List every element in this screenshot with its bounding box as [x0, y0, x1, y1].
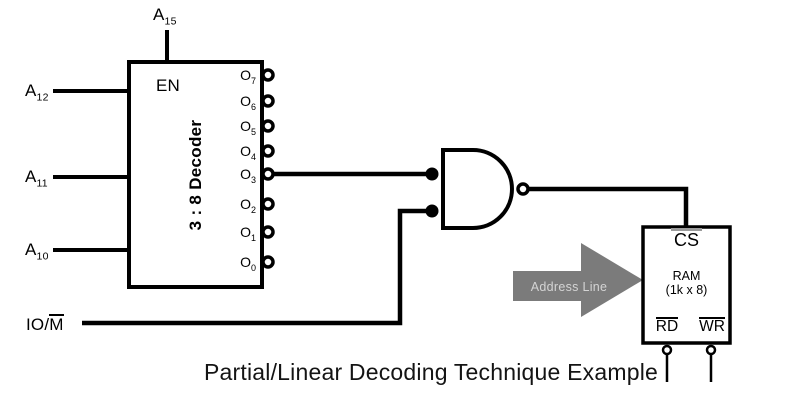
nand-gate-body	[441, 148, 514, 230]
a15-sub: 15	[164, 15, 177, 28]
io-prefix: IO/	[26, 315, 50, 334]
wire-iom-to-nand	[82, 208, 430, 326]
label-o0: O0	[230, 253, 256, 277]
a12-sub: 12	[36, 91, 49, 104]
o3-inversion-bubble	[261, 167, 275, 181]
a11-sub: 11	[36, 177, 48, 190]
label-o7: O7	[230, 66, 256, 90]
o5-sub: 5	[250, 126, 256, 137]
a10-base: A	[25, 240, 37, 259]
o4-base: O	[240, 143, 251, 159]
o6-base: O	[240, 93, 251, 109]
label-a12: A12	[25, 81, 49, 107]
label-a10: A10	[25, 240, 49, 266]
o1-base: O	[240, 224, 251, 240]
o0-sub: 0	[250, 262, 256, 273]
diagram-caption: Partial/Linear Decoding Technique Exampl…	[204, 359, 658, 385]
o4-inversion-bubble	[261, 144, 275, 158]
address-line-arrow	[513, 243, 643, 317]
decoder-title: 3 : 8 Decoder	[186, 119, 205, 231]
o0-base: O	[240, 254, 251, 270]
cs-overlined: CS	[670, 228, 702, 251]
label-io-m: IO/M	[26, 314, 64, 335]
rd-overlined: RD	[655, 317, 679, 335]
o7-sub: 7	[250, 75, 256, 86]
ram-capacity: (1k x 8)	[665, 283, 708, 297]
a15-base: A	[153, 5, 165, 24]
wire-nand-to-ram-cs	[529, 186, 689, 227]
ram-name-label: RAM (1k x 8)	[643, 269, 730, 297]
label-o4: O4	[230, 142, 256, 166]
o3-base: O	[240, 166, 251, 182]
o4-sub: 4	[250, 151, 256, 162]
nand-output-bubble	[516, 182, 530, 196]
label-o6: O6	[230, 92, 256, 116]
a11-base: A	[25, 167, 37, 186]
o1-sub: 1	[250, 232, 256, 243]
o2-inversion-bubble	[261, 197, 275, 211]
decoder-enable-label: EN	[156, 76, 181, 95]
o5-base: O	[240, 118, 251, 134]
decoder-box	[127, 60, 264, 289]
o1-inversion-bubble	[261, 225, 275, 239]
label-a15: A15	[153, 5, 177, 31]
o2-sub: 2	[250, 204, 256, 215]
o0-inversion-bubble	[261, 255, 275, 269]
ram-name: RAM	[672, 269, 701, 283]
io-m-overlined: M	[49, 314, 64, 334]
rd-pin-bubble	[661, 344, 673, 356]
label-o1: O1	[230, 223, 256, 247]
o6-inversion-bubble	[261, 94, 275, 108]
label-o2: O2	[230, 195, 256, 219]
o7-base: O	[240, 67, 251, 83]
o2-base: O	[240, 196, 251, 212]
a12-base: A	[25, 81, 37, 100]
label-o3: O3	[230, 165, 256, 189]
wr-overlined: WR	[699, 317, 725, 335]
label-o5: O5	[230, 117, 256, 141]
ram-box	[641, 225, 732, 345]
o6-sub: 6	[250, 101, 256, 112]
nand-input-dot-o3	[425, 167, 439, 181]
nand-input-dot-iom	[425, 204, 439, 218]
ram-read-label: RD	[650, 317, 684, 336]
o5-inversion-bubble	[261, 119, 275, 133]
label-a11: A11	[25, 167, 48, 193]
wr-pin-bubble	[705, 344, 717, 356]
ram-write-label: WR	[694, 317, 730, 336]
ram-chip-select-label: CS	[643, 228, 730, 251]
o3-sub: 3	[250, 174, 256, 185]
o7-inversion-bubble	[261, 68, 275, 82]
address-line-label: Address Line	[530, 280, 608, 294]
a10-sub: 10	[36, 250, 49, 263]
